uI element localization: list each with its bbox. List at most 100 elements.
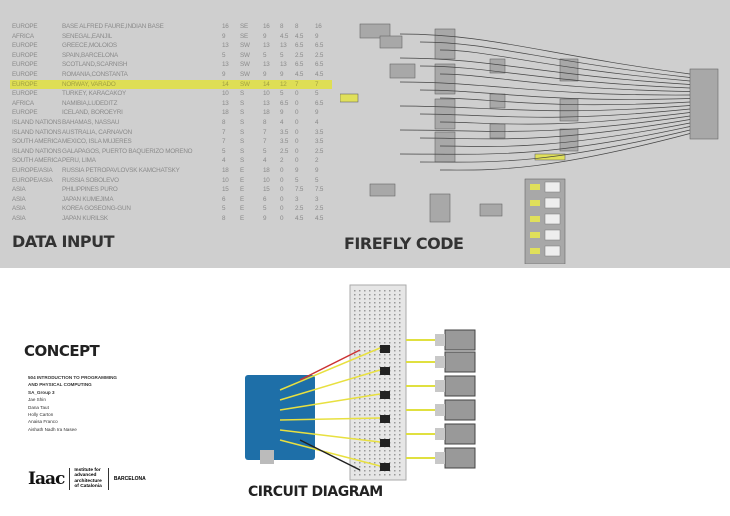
breadboard-hole [384, 322, 386, 324]
firefly-panel [544, 229, 561, 241]
breadboard-hole [399, 290, 401, 292]
table-cell: 4.5 [315, 214, 324, 222]
breadboard-hole [354, 426, 356, 428]
breadboard-hole [399, 414, 401, 416]
breadboard-hole [374, 462, 376, 464]
breadboard-hole [374, 422, 376, 424]
breadboard-hole [399, 438, 401, 440]
table-cell: 6.5 [315, 61, 324, 69]
breadboard-hole [364, 310, 366, 312]
breadboard-hole [369, 446, 371, 448]
table-cell: 6.5 [295, 61, 304, 69]
breadboard-hole [364, 302, 366, 304]
breadboard-hole [374, 402, 376, 404]
breadboard-hole [369, 322, 371, 324]
wire-yellow [279, 417, 381, 421]
table-cell: 0 [295, 157, 299, 165]
breadboard-hole [369, 342, 371, 344]
table-cell: 0 [280, 166, 284, 174]
breadboard-hole [384, 366, 386, 368]
breadboard-hole [374, 290, 376, 292]
breadboard-hole [369, 442, 371, 444]
breadboard-hole [394, 414, 396, 416]
table-cell: 0 [280, 214, 284, 222]
breadboard-hole [394, 350, 396, 352]
breadboard-hole [374, 370, 376, 372]
breadboard-hole [374, 414, 376, 416]
breadboard-hole [379, 302, 381, 304]
table-cell: 4 [263, 157, 267, 165]
breadboard-hole [354, 346, 356, 348]
breadboard-hole [354, 374, 356, 376]
breadboard-hole [369, 466, 371, 468]
breadboard-hole [359, 466, 361, 468]
breadboard-hole [354, 338, 356, 340]
table-cell: 2.5 [280, 147, 289, 155]
breadboard-hole [364, 442, 366, 444]
breadboard-hole [379, 386, 381, 388]
transistor [380, 345, 390, 353]
breadboard-hole [379, 318, 381, 320]
breadboard-hole [379, 474, 381, 476]
breadboard-hole [354, 318, 356, 320]
iaac-logo: Iaac Institute for advanced architecture… [28, 468, 146, 490]
table-cell: NORWAY, VARADO [62, 80, 116, 88]
table-cell: 4.5 [280, 32, 289, 40]
breadboard-hole [359, 310, 361, 312]
member: Holly Carton [28, 412, 54, 418]
table-cell: 0 [280, 205, 284, 213]
breadboard-hole [399, 382, 401, 384]
table-cell: SW [240, 42, 250, 50]
breadboard-hole [384, 314, 386, 316]
breadboard-hole [374, 310, 376, 312]
breadboard-hole [394, 470, 396, 472]
table-cell: E [240, 214, 244, 222]
breadboard-hole [354, 330, 356, 332]
wire-yellow [279, 439, 381, 467]
breadboard-hole [369, 306, 371, 308]
firefly-node [389, 63, 416, 79]
breadboard-hole [399, 470, 401, 472]
breadboard-hole [359, 450, 361, 452]
breadboard-hole [364, 330, 366, 332]
breadboard-hole [389, 358, 391, 360]
breadboard-hole [359, 378, 361, 380]
logo-mark: Iaac [28, 468, 65, 489]
table-cell: E [240, 176, 244, 184]
breadboard-hole [374, 326, 376, 328]
table-cell: 2 [280, 157, 284, 165]
table-cell: S [240, 157, 244, 165]
table-cell: 0 [295, 128, 299, 136]
breadboard-hole [369, 330, 371, 332]
concept-title: CONCEPT [24, 342, 100, 360]
table-cell: 13 [280, 61, 287, 69]
breadboard-hole [364, 318, 366, 320]
breadboard-hole [374, 314, 376, 316]
table-cell: 9 [222, 70, 226, 78]
breadboard-hole [394, 454, 396, 456]
breadboard-hole [364, 434, 366, 436]
breadboard-hole [354, 442, 356, 444]
breadboard-hole [399, 358, 401, 360]
breadboard-hole [399, 474, 401, 476]
breadboard-hole [364, 378, 366, 380]
breadboard-hole [399, 426, 401, 428]
breadboard-hole [379, 442, 381, 444]
table-cell: 18 [263, 166, 270, 174]
breadboard-hole [369, 366, 371, 368]
breadboard-hole [359, 406, 361, 408]
breadboard-hole [389, 298, 391, 300]
table-cell: 0 [295, 109, 299, 117]
dc-motor [444, 447, 476, 469]
breadboard-hole [384, 410, 386, 412]
breadboard-hole [384, 362, 386, 364]
breadboard-hole [369, 390, 371, 392]
table-cell: 16 [222, 23, 229, 30]
breadboard-hole [394, 318, 396, 320]
table-cell: 4 [280, 118, 284, 126]
table-cell: GALAPAGOS, PUERTO BAQUERIZO MORENO [62, 147, 193, 155]
breadboard-hole [379, 434, 381, 436]
